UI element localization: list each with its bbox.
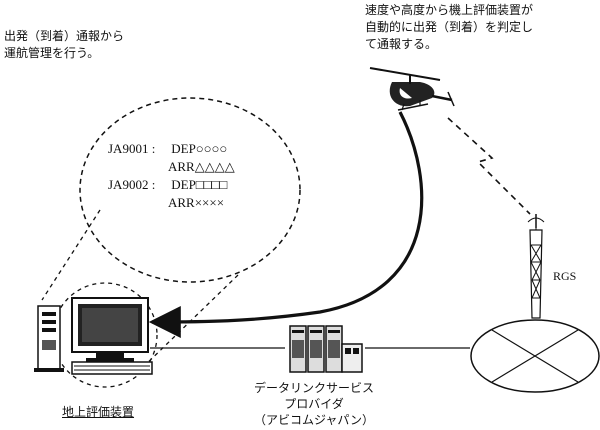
right-note-line1: 速度や高度から機上評価装置が	[365, 3, 534, 17]
left-note-line2: 運航管理を行う。	[4, 46, 100, 60]
left-note: 出発（到着）通報から 運航管理を行う。	[4, 28, 124, 62]
provider-label-line2: プロバイダ	[284, 397, 344, 411]
radio-link-dashed	[447, 117, 531, 215]
message-zoom-circle	[79, 97, 301, 283]
left-note-line1: 出発（到着）通報から	[4, 29, 125, 43]
server-rack-icon	[289, 325, 363, 373]
monitor-icon	[71, 297, 149, 362]
right-note-line2: 自動的に出発（到着）を判定し	[365, 20, 534, 34]
message-2-dep-line: JA9002 : DEP□□□□	[108, 176, 235, 194]
ground-station-label: 地上評価装置	[62, 405, 135, 419]
rgs-network-icon	[470, 319, 600, 393]
zoom-line-upper	[41, 209, 101, 301]
helicopter-icon	[369, 67, 455, 111]
tower-pc-icon	[34, 305, 64, 372]
message-1-dep-line: JA9001 : DEP○○○○	[108, 140, 235, 158]
antenna-tower-icon	[527, 214, 545, 319]
right-note-line3: て通報する。	[365, 37, 438, 51]
message-1-dep: DEP○○○○	[171, 141, 228, 156]
message-1-arr-line: ARR△△△△	[108, 158, 235, 176]
message-1-callsign: JA9001 :	[108, 141, 156, 156]
message-block: JA9001 : DEP○○○○ ARR△△△△ JA9002 : DEP□□□…	[108, 140, 235, 212]
rgs-label: RGS	[553, 269, 577, 283]
right-note: 速度や高度から機上評価装置が 自動的に出発（到着）を判定し て通報する。	[365, 2, 533, 53]
message-2-callsign: JA9002 :	[108, 177, 156, 192]
message-1-arr: ARR△△△△	[168, 159, 235, 174]
message-2-dep: DEP□□□□	[171, 177, 228, 192]
provider-label-line1: データリンクサービス	[253, 381, 374, 395]
provider-label-line3: （アビコムジャパン）	[253, 413, 374, 427]
keyboard-icon	[71, 361, 153, 375]
data-flow-arrow	[148, 111, 424, 338]
provider-label: データリンクサービス プロバイダ （アビコムジャパン）	[250, 380, 378, 428]
message-2-arr: ARR××××	[168, 195, 225, 210]
message-2-arr-line: ARR××××	[108, 194, 235, 212]
